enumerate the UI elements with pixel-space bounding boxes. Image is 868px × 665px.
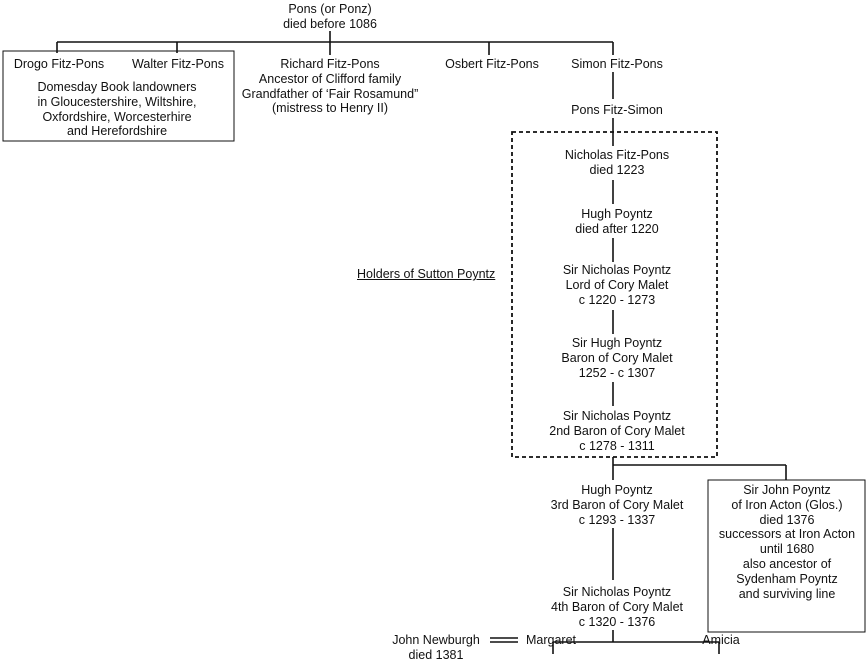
person-drogo-fitz-pons: Drogo Fitz-Pons — [13, 57, 105, 71]
person-pons-fitz-simon: Pons Fitz-Simon — [571, 103, 663, 117]
person-sir-john-poyntz-iron-acton: Sir John Poyntz of Iron Acton (Glos.) di… — [718, 483, 856, 601]
person-sir-nicholas-poyntz-2nd-baron: Sir Nicholas Poyntz 2nd Baron of Cory Ma… — [549, 409, 685, 453]
person-margaret: Margaret — [525, 633, 577, 647]
john-iron-acton-box — [707, 479, 866, 633]
drogo-walter-box — [2, 50, 235, 142]
person-sir-hugh-poyntz-baron: Sir Hugh Poyntz Baron of Cory Malet 1252… — [561, 336, 673, 380]
person-richard-fitz-pons: Richard Fitz-Pons Ancestor of Clifford f… — [241, 57, 419, 116]
person-john-newburgh: John Newburgh died 1381 — [392, 633, 480, 662]
person-amicia: Amicia — [702, 633, 740, 647]
domesday-landowners-note: Domesday Book landowners in Gloucestersh… — [37, 80, 197, 139]
person-sir-nicholas-poyntz-lord: Sir Nicholas Poyntz Lord of Cory Malet c… — [562, 263, 672, 307]
person-nicholas-fitz-pons: Nicholas Fitz-Pons died 1223 — [564, 148, 670, 177]
person-hugh-poyntz-1: Hugh Poyntz died after 1220 — [575, 207, 659, 236]
sutton-poyntz-holders-label: Holders of Sutton Poyntz — [357, 267, 496, 281]
person-pons: Pons (or Ponz) died before 1086 — [283, 2, 377, 31]
person-walter-fitz-pons: Walter Fitz-Pons — [132, 57, 224, 71]
person-simon-fitz-pons: Simon Fitz-Pons — [571, 57, 663, 71]
person-hugh-poyntz-3rd-baron: Hugh Poyntz 3rd Baron of Cory Malet c 12… — [550, 483, 684, 527]
person-sir-nicholas-poyntz-4th-baron: Sir Nicholas Poyntz 4th Baron of Cory Ma… — [550, 585, 684, 629]
sutton-poyntz-holders-box — [511, 131, 718, 458]
person-osbert-fitz-pons: Osbert Fitz-Pons — [445, 57, 539, 71]
